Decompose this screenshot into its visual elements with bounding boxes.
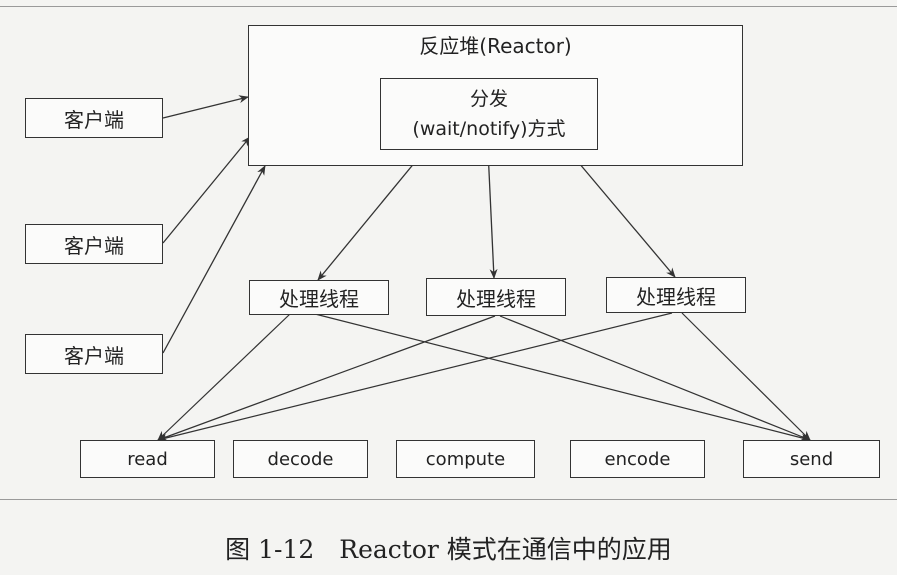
- arrow-client1-reactor: [162, 95, 249, 119]
- thread-label: 处理线程: [636, 284, 716, 309]
- arrow-dispatch-thread2: [487, 149, 498, 279]
- arrow-dispatch-thread3: [567, 149, 676, 278]
- arrow-thread1-send: [314, 313, 811, 442]
- arrow-thread3-send: [681, 312, 811, 441]
- arrow-thread1-read: [157, 313, 291, 441]
- figure-caption: 图 1-12 Reactor 模式在通信中的应用: [225, 535, 672, 564]
- arrow-thread2-read: [157, 315, 496, 441]
- task-box-decode: decode: [233, 440, 368, 478]
- arrow-client2-reactor: [162, 136, 251, 244]
- client-label: 客户端: [64, 233, 124, 258]
- arrow-thread3-read: [157, 312, 673, 442]
- bottom-rule: [0, 499, 897, 500]
- thread-box-3: 处理线程: [606, 277, 746, 313]
- dispatch-line1: 分发: [469, 88, 508, 110]
- task-label: compute: [425, 448, 506, 470]
- task-box-read: read: [80, 440, 215, 478]
- arrow-dispatch-thread1: [317, 149, 426, 281]
- thread-box-1: 处理线程: [249, 280, 389, 315]
- client-label: 客户端: [64, 343, 124, 368]
- task-label: read: [127, 448, 168, 470]
- task-label: encode: [604, 448, 671, 470]
- thread-label: 处理线程: [279, 287, 359, 311]
- dispatch-line2: (wait/notify)方式: [412, 118, 566, 140]
- task-box-encode: encode: [570, 440, 705, 478]
- task-box-compute: compute: [396, 440, 535, 478]
- top-rule: [0, 6, 897, 7]
- task-box-send: send: [743, 440, 880, 478]
- arrow-client3-reactor: [162, 165, 266, 354]
- dispatch-box: 分发 (wait/notify)方式: [380, 78, 598, 150]
- client-box-2: 客户端: [25, 224, 163, 264]
- reactor-title: 反应堆(Reactor): [419, 34, 572, 58]
- client-label: 客户端: [64, 107, 124, 132]
- client-box-1: 客户端: [25, 98, 163, 138]
- task-label: decode: [267, 448, 334, 470]
- thread-label: 处理线程: [456, 286, 536, 311]
- task-label: send: [789, 448, 834, 470]
- thread-box-2: 处理线程: [426, 278, 566, 316]
- arrow-thread2-send: [499, 315, 811, 441]
- client-box-3: 客户端: [25, 334, 163, 374]
